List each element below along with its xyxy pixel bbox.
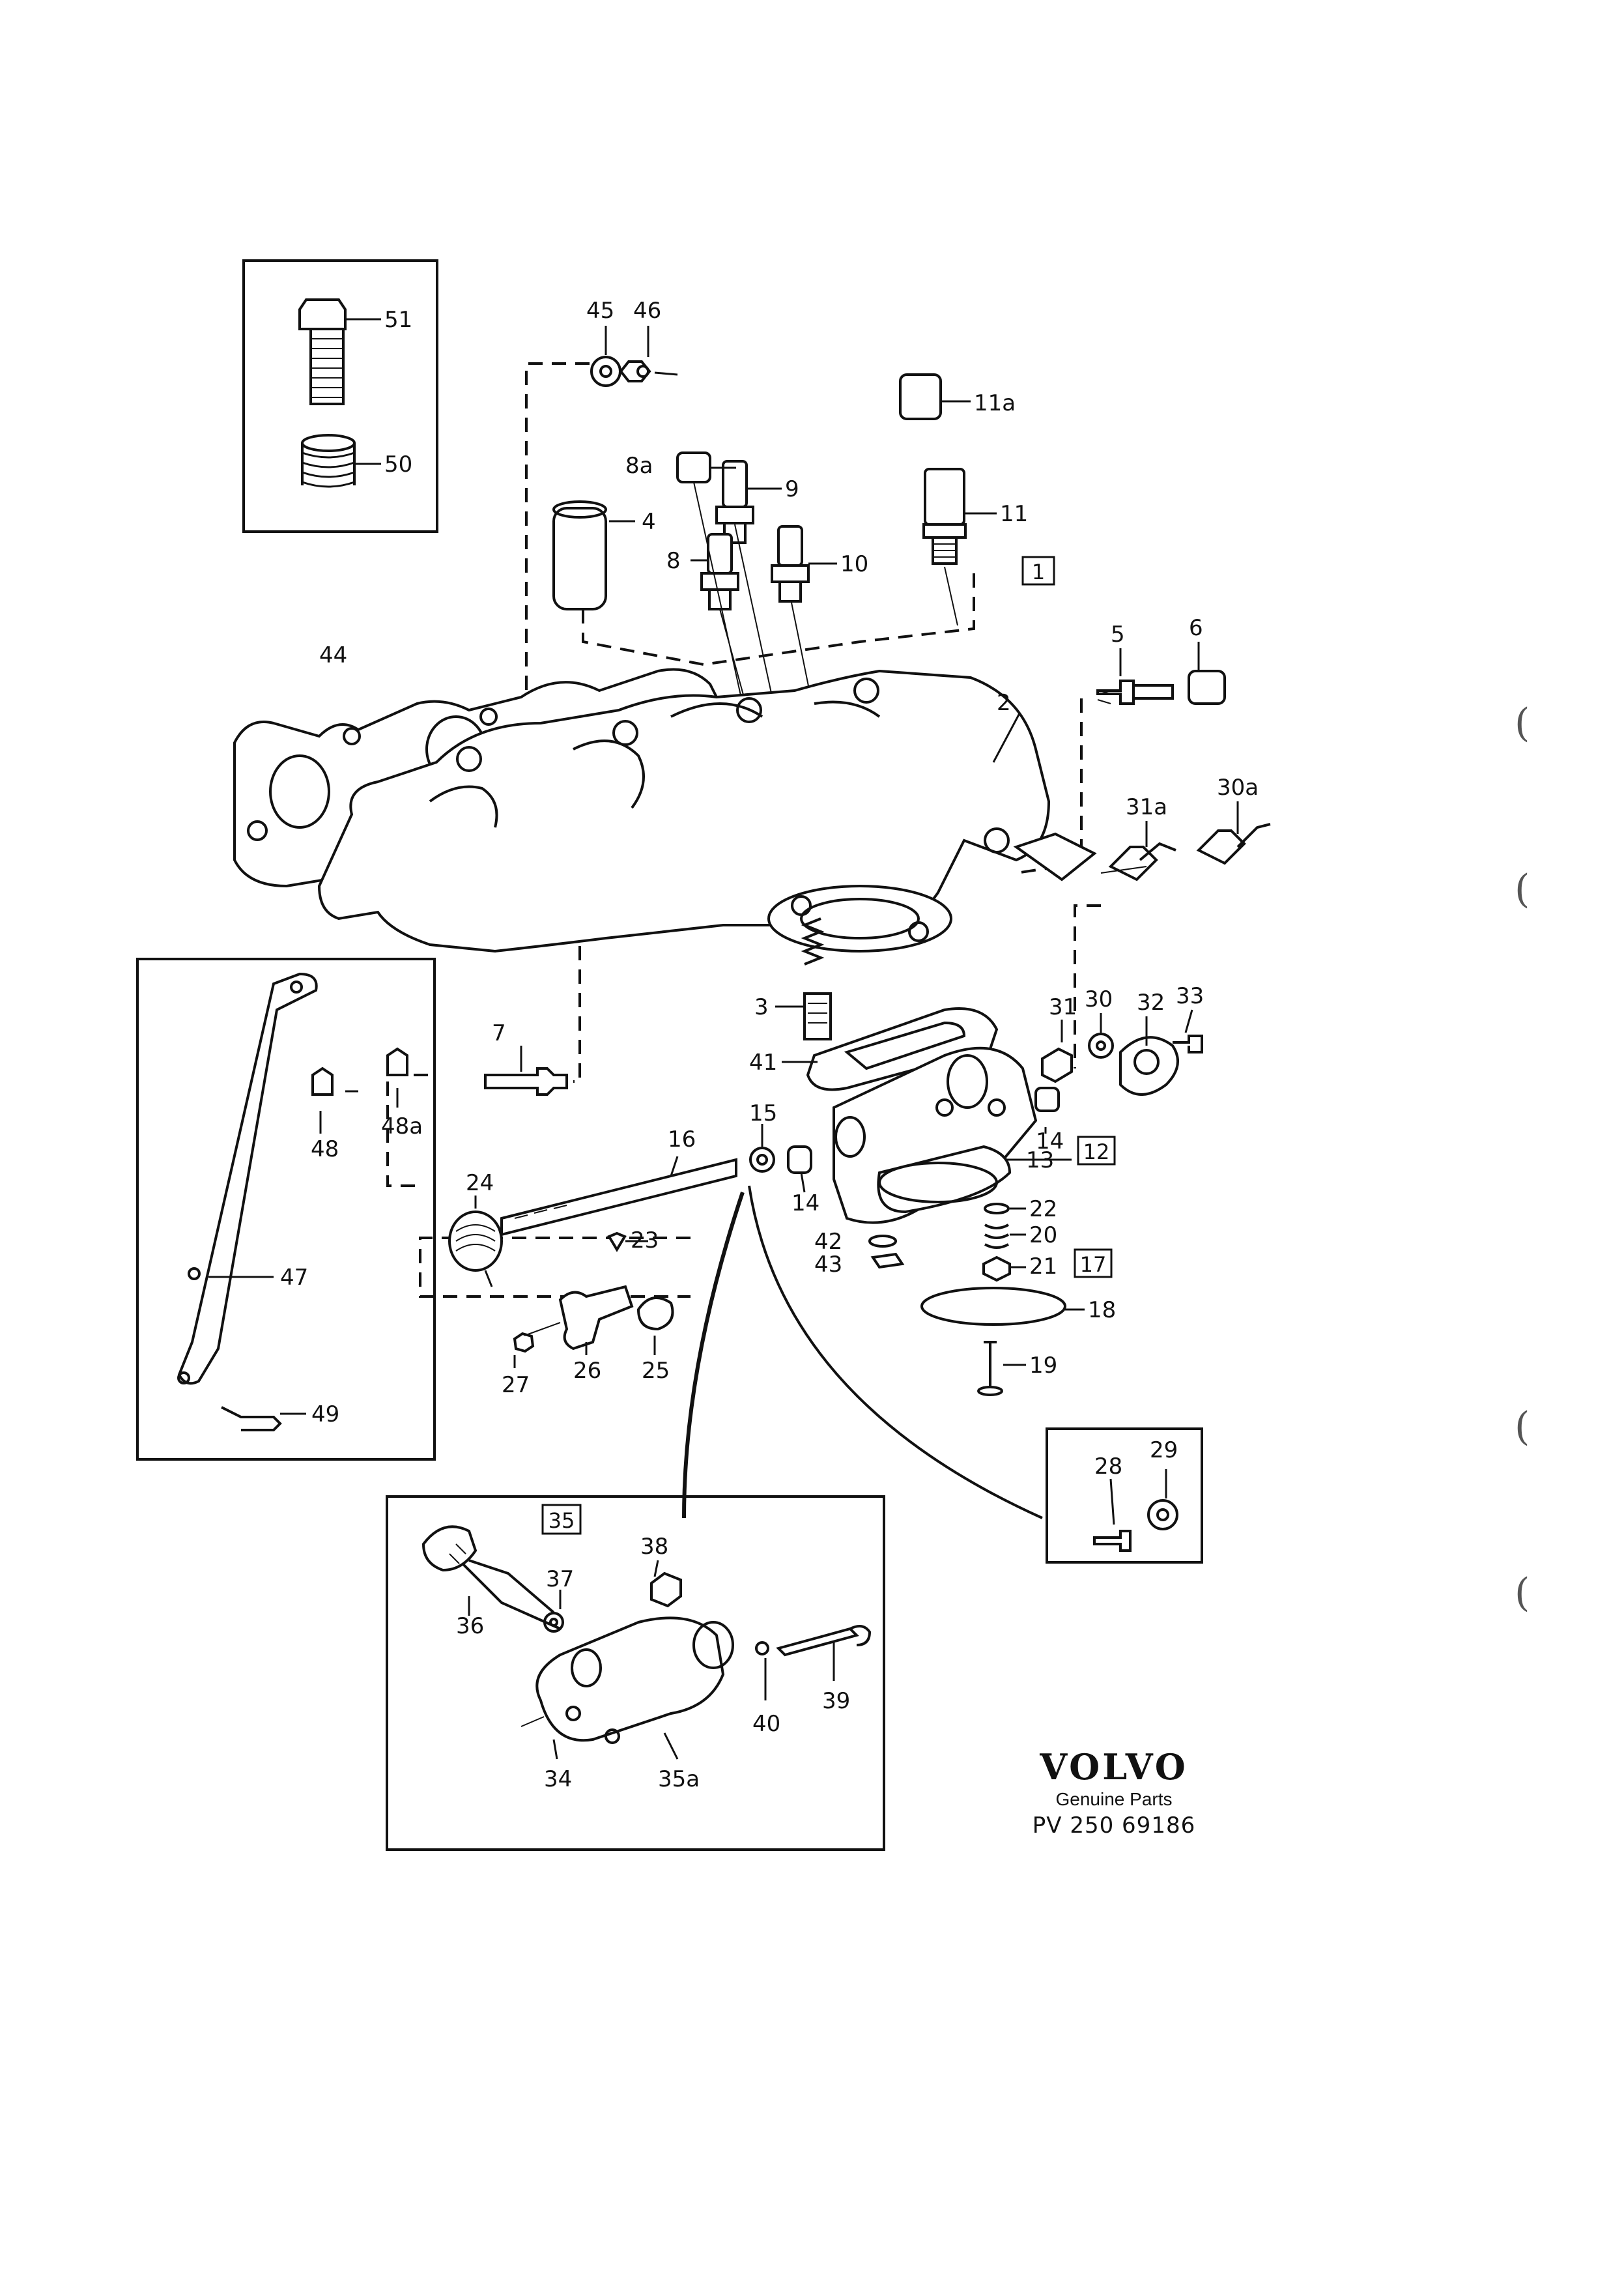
volvo-logo: VOLVO (1040, 1746, 1188, 1788)
callout-14-lower: 14 (791, 1190, 819, 1216)
upper-fittings (552, 326, 997, 812)
side-fittings (1096, 642, 1271, 881)
callout-40: 40 (752, 1711, 780, 1737)
diaphragm-parts (868, 1203, 1085, 1396)
callout-2: 2 (997, 690, 1011, 716)
part-catalog-code: PV 250 69186 (1032, 1812, 1196, 1839)
callout-14-upper: 14 (1036, 1128, 1064, 1154)
valve-housing (749, 917, 1203, 1224)
margin-mark-1: ( (1515, 700, 1530, 746)
callout-35a: 35a (658, 1766, 700, 1792)
margin-mark-4: ( (1515, 1570, 1530, 1616)
callout-curves (682, 1185, 1043, 1519)
callout-36: 36 (456, 1613, 484, 1639)
callout-39: 39 (822, 1688, 850, 1714)
part-callouts: 51 50 45 46 11a 11 8a 9 8 10 4 44 2 5 6 … (280, 298, 1259, 1792)
group-box-35: 35 (548, 1508, 575, 1533)
callout-19: 19 (1029, 1353, 1057, 1379)
callout-51: 51 (384, 307, 412, 333)
callout-15: 15 (749, 1100, 777, 1126)
callout-23: 23 (631, 1227, 659, 1253)
callout-7: 7 (492, 1020, 506, 1046)
callout-24: 24 (466, 1170, 494, 1196)
callout-37: 37 (546, 1566, 574, 1592)
group-box-17: 17 (1080, 1252, 1107, 1277)
callout-22: 22 (1029, 1196, 1057, 1222)
callout-44: 44 (319, 642, 347, 668)
callout-29: 29 (1150, 1437, 1178, 1463)
throttle-shaft (448, 1156, 737, 1368)
callout-50: 50 (384, 451, 412, 478)
callout-48a: 48a (381, 1113, 423, 1139)
callout-8a: 8a (625, 453, 653, 479)
group-box-labels: 1 12 17 35 (548, 560, 1110, 1533)
callout-26: 26 (573, 1358, 601, 1384)
margin-mark-2: ( (1515, 867, 1530, 912)
group-box-1: 1 (1032, 560, 1045, 584)
callout-38: 38 (640, 1534, 668, 1560)
callout-ticks (228, 1158, 1072, 1278)
callout-5: 5 (1111, 622, 1125, 648)
callout-11a: 11a (974, 390, 1016, 416)
callout-25: 25 (642, 1358, 670, 1384)
callout-3: 3 (754, 994, 769, 1020)
callout-10: 10 (840, 551, 868, 577)
callout-31: 31 (1049, 994, 1077, 1020)
brand-subtitle: Genuine Parts (1055, 1789, 1173, 1809)
callout-28: 28 (1094, 1454, 1122, 1480)
callout-27: 27 (502, 1372, 530, 1398)
callout-6: 6 (1189, 615, 1203, 641)
callout-42: 42 (814, 1229, 842, 1255)
callout-43: 43 (814, 1252, 842, 1278)
callout-46: 46 (633, 298, 661, 324)
group-boxes (541, 556, 1116, 1535)
inset-bolt-spring (242, 259, 438, 533)
callout-18: 18 (1088, 1297, 1116, 1323)
inset-bracket (136, 958, 436, 1461)
callout-49: 49 (311, 1401, 339, 1427)
callout-34: 34 (544, 1766, 572, 1792)
callout-32: 32 (1137, 990, 1165, 1016)
callout-47: 47 (280, 1265, 308, 1291)
margin-mark-3: ( (1515, 1404, 1530, 1450)
inset-idle-valve (386, 1495, 885, 1851)
part-7-stud (484, 1046, 568, 1096)
group-box-12: 12 (1083, 1139, 1110, 1164)
callout-8: 8 (666, 548, 681, 574)
callout-21: 21 (1029, 1253, 1057, 1280)
inset-stud-nut (1046, 1427, 1203, 1564)
callout-16: 16 (668, 1126, 696, 1153)
callout-41: 41 (749, 1050, 777, 1076)
callout-30: 30 (1085, 986, 1113, 1012)
callout-33: 33 (1176, 983, 1204, 1009)
callout-11: 11 (1000, 501, 1028, 527)
manifold-assembly (233, 668, 1097, 953)
callout-45: 45 (586, 298, 614, 324)
brand-block: VOLVO Genuine Parts PV 250 69186 (1016, 1746, 1212, 1839)
callout-20: 20 (1029, 1222, 1057, 1248)
callout-31a: 31a (1126, 794, 1167, 820)
callout-9: 9 (785, 476, 799, 502)
callout-4: 4 (642, 509, 656, 535)
callout-48: 48 (311, 1136, 339, 1162)
callout-30a: 30a (1217, 775, 1259, 801)
